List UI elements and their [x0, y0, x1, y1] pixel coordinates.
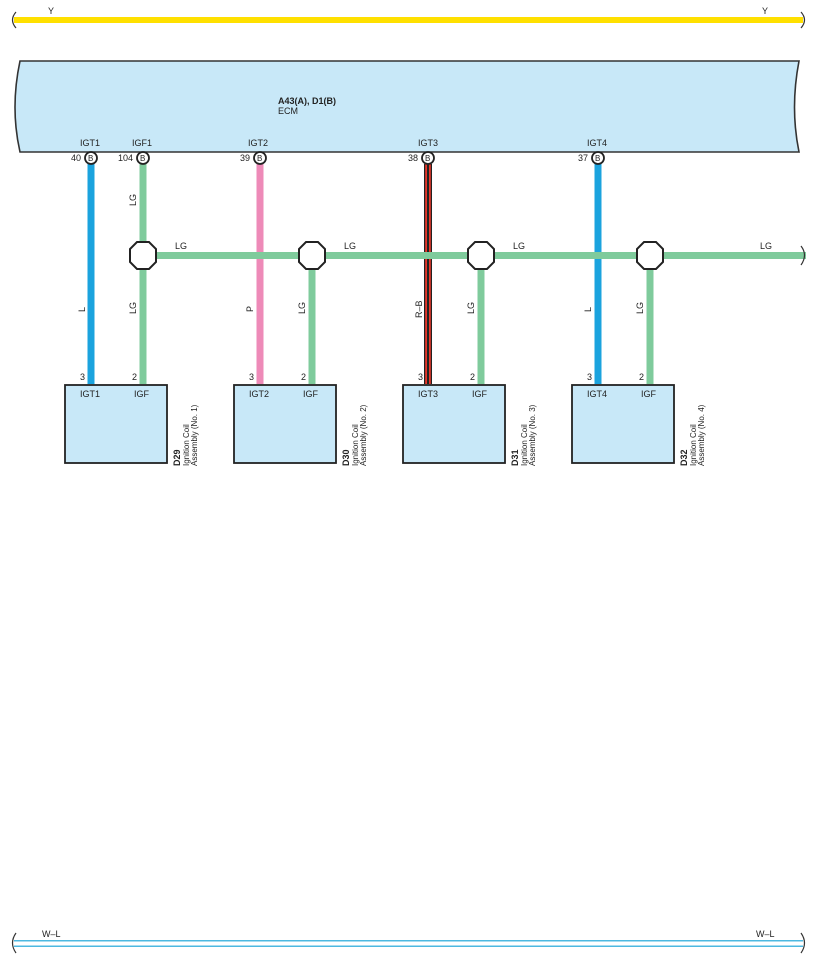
coil-d32-name: Ignition Coil [689, 424, 698, 466]
coil-d30-term-right: IGF [303, 389, 319, 399]
coil-d32-pin-right: 2 [639, 372, 644, 382]
wire-igt3-rb [424, 164, 432, 384]
coil-d32-code: D32 [679, 449, 689, 466]
coil-d31-term-right: IGF [472, 389, 488, 399]
bus-label-2: LG [344, 241, 356, 251]
coil-d29-name2: Assembly (No. 1) [190, 404, 199, 466]
ecm-term-igt1: IGT1 [80, 138, 100, 148]
coil-d31-code: D31 [510, 449, 520, 466]
wire-label-igt2: P [245, 306, 255, 312]
coil-d31-pin-left: 3 [418, 372, 423, 382]
wire-label-igf-lower-2: LG [297, 302, 307, 314]
ecm-pin-igt1: B 40 [71, 151, 98, 165]
bus-label-4: LG [760, 241, 772, 251]
coil-d32-name2: Assembly (No. 4) [697, 404, 706, 466]
ecm-pin-igt2-conn: B [257, 154, 262, 163]
wire-label-igf-lower-4: LG [635, 302, 645, 314]
coil-d32-pin-left: 3 [587, 372, 592, 382]
top-rail-y: Y Y [11, 6, 806, 29]
top-rail-right-label: Y [762, 6, 768, 16]
ecm-term-igt3: IGT3 [418, 138, 438, 148]
wire-label-igt4: L [583, 307, 593, 312]
ecm-pin-igt4-num: 37 [578, 153, 588, 163]
wire-igt4-l [594, 164, 602, 384]
wire-label-igf-lower-3: LG [466, 302, 476, 314]
splice-3 [467, 241, 495, 270]
coil-d32: 3 2 IGT4 IGF D32 Ignition Coil Assembly … [571, 372, 706, 466]
ecm-code: A43(A), D1(B) [278, 96, 336, 106]
wire-label-igf-lower-1: LG [128, 302, 138, 314]
top-rail-left-label: Y [48, 6, 54, 16]
coil-d32-term-right: IGF [641, 389, 657, 399]
coil-d30-pin-left: 3 [249, 372, 254, 382]
wire-label-igt3: R–B [414, 300, 424, 318]
coil-d31-pin-right: 2 [470, 372, 475, 382]
ecm-term-igt2: IGT2 [248, 138, 268, 148]
wire-igf-4 [646, 256, 654, 384]
ecm-block: A43(A), D1(B) ECM [14, 60, 800, 153]
coil-d31-term-left: IGT3 [418, 389, 438, 399]
bottom-rail-right-label: W–L [756, 929, 775, 939]
ecm-pin-igt3-conn: B [425, 154, 430, 163]
ecm-pin-igt1-conn: B [88, 154, 93, 163]
coil-d30-term-left: IGT2 [249, 389, 269, 399]
bus-label-1: LG [175, 241, 187, 251]
ecm-pin-igt3: B 38 [408, 151, 435, 165]
wire-igf1-lg [139, 164, 147, 384]
wire-igt2-p [256, 164, 264, 384]
ecm-pin-igt2: B 39 [240, 151, 267, 165]
bottom-rail-wl: W–L W–L [11, 929, 806, 954]
wire-label-igt1: L [77, 307, 87, 312]
coil-d30: 3 2 IGT2 IGF D30 Ignition Coil Assembly … [233, 372, 368, 466]
coil-d29-code: D29 [172, 449, 182, 466]
ecm-pin-igt1-num: 40 [71, 153, 81, 163]
coil-d29-term-left: IGT1 [80, 389, 100, 399]
coil-d30-name: Ignition Coil [351, 424, 360, 466]
coil-d29-pin-right: 2 [132, 372, 137, 382]
ecm-term-igf1: IGF1 [132, 138, 152, 148]
coil-d29-name: Ignition Coil [182, 424, 191, 466]
bus-label-3: LG [513, 241, 525, 251]
ecm-pin-igf1-conn: B [140, 154, 145, 163]
ecm-pin-igt2-num: 39 [240, 153, 250, 163]
ecm-name: ECM [278, 106, 298, 116]
wire-label-igf1-upper: LG [128, 194, 138, 206]
coil-d30-name2: Assembly (No. 2) [359, 404, 368, 466]
ecm-pin-igt3-num: 38 [408, 153, 418, 163]
splice-4 [636, 241, 664, 270]
wire-igf-2 [308, 256, 316, 384]
ecm-term-igt4: IGT4 [587, 138, 607, 148]
coil-d31: 3 2 IGT3 IGF D31 Ignition Coil Assembly … [402, 372, 537, 466]
coil-d32-term-left: IGT4 [587, 389, 607, 399]
splice-2 [298, 241, 326, 270]
ecm-pin-igf1: B 104 [118, 151, 150, 165]
coil-d31-name2: Assembly (No. 3) [528, 404, 537, 466]
coil-d31-name: Ignition Coil [520, 424, 529, 466]
coil-d30-code: D30 [341, 449, 351, 466]
coil-d29: 3 2 IGT1 IGF D29 Ignition Coil Assembly … [64, 372, 199, 466]
wire-igt1-l [87, 164, 95, 384]
wire-igf-3 [477, 256, 485, 384]
ecm-pin-igt4: B 37 [578, 151, 605, 165]
coil-d29-term-right: IGF [134, 389, 150, 399]
splice-1 [129, 241, 157, 270]
bottom-rail-left-label: W–L [42, 929, 61, 939]
ecm-pin-igt4-conn: B [595, 154, 600, 163]
coil-d29-pin-left: 3 [80, 372, 85, 382]
coil-d30-pin-right: 2 [301, 372, 306, 382]
ecm-pin-igf1-num: 104 [118, 153, 133, 163]
